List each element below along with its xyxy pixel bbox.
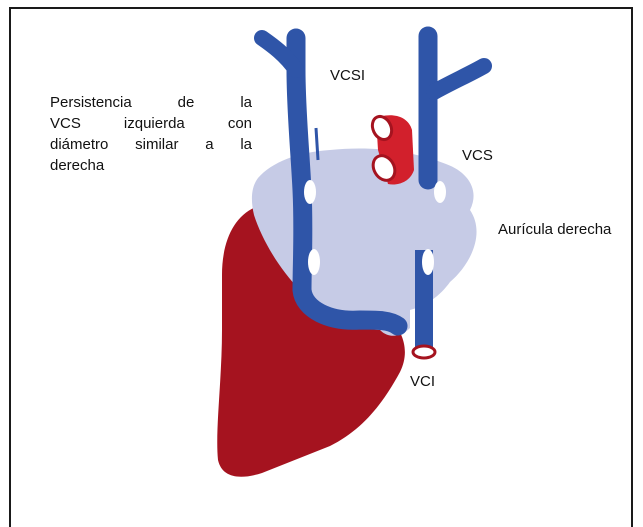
label-vcs: VCS [462, 146, 493, 166]
annotation-line: derecha [50, 155, 252, 176]
right-svc-branch [434, 66, 484, 92]
opening-left-lower [308, 249, 320, 275]
opening-right-upper [434, 181, 446, 203]
opening-left-upper [304, 180, 316, 204]
label-auricula-derecha: Aurícula derecha [498, 220, 611, 240]
annotation-line: VCS izquierda con [50, 113, 252, 134]
annotation-note: Persistencia de la VCS izquierda con diá… [50, 92, 252, 176]
label-vcsi: VCSI [330, 66, 365, 86]
ivc-opening [413, 346, 435, 358]
heart-diagram [0, 0, 643, 508]
opening-right-lower [422, 249, 434, 275]
pointer-line [316, 128, 318, 160]
label-vci: VCI [410, 372, 435, 392]
annotation-line: diámetro similar a la [50, 134, 252, 155]
annotation-line: Persistencia de la [50, 92, 252, 113]
